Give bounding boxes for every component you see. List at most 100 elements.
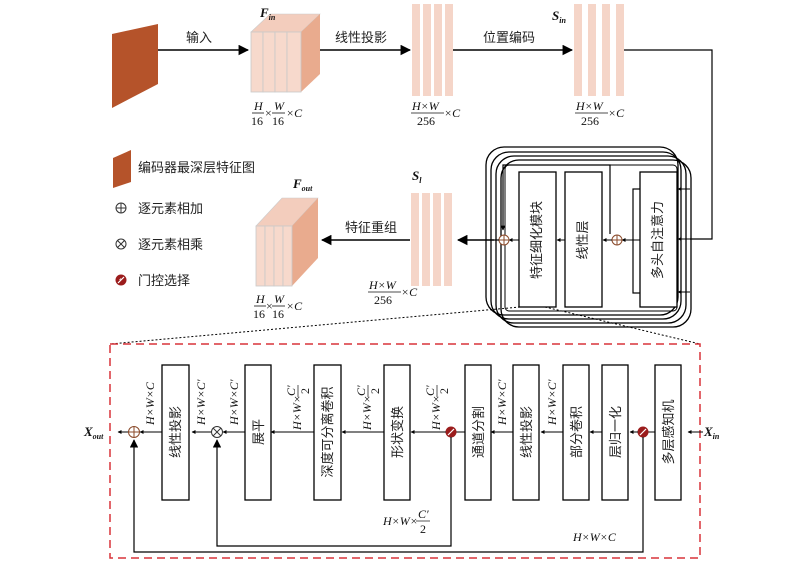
f-in-label: Fin — [259, 5, 276, 22]
gate-skip-full — [129, 437, 644, 553]
refine-add-icon — [498, 234, 510, 246]
svg-text:层归一化: 层归一化 — [609, 406, 624, 458]
svg-text:16: 16 — [272, 307, 284, 321]
svg-text:16: 16 — [272, 114, 284, 128]
feature-reorg-label: 特征重组 — [345, 220, 397, 236]
elementwise-add-node — [128, 426, 140, 438]
svg-text:C′: C′ — [423, 385, 437, 396]
gate-skip-half — [212, 437, 452, 547]
svg-text:H×W: H×W — [575, 99, 604, 113]
svg-text:2: 2 — [368, 388, 382, 394]
s-l-label: Sl — [412, 168, 422, 185]
svg-text:C′: C′ — [284, 385, 298, 396]
gate-select-icon-2 — [445, 426, 457, 438]
svg-text:C′: C′ — [418, 507, 429, 521]
dim-hwc-1: H×W×C — [143, 381, 157, 426]
svg-text:256: 256 — [417, 114, 435, 128]
s-in-token-sequence — [574, 4, 624, 96]
svg-text:H×W: H×W — [411, 99, 440, 113]
f-out-feature-block — [255, 197, 319, 287]
dim-hw-c2-bottom: H×W× C′ 2 — [382, 507, 430, 536]
encoder-feature-map-icon — [113, 150, 131, 188]
svg-text:W: W — [274, 99, 285, 113]
token-sequence-1 — [412, 4, 453, 96]
svg-text:×C: ×C — [608, 106, 625, 120]
svg-text:2: 2 — [298, 388, 312, 394]
svg-text:×C: ×C — [444, 106, 461, 120]
layer-norm-block — [601, 364, 629, 501]
f-in-dimension: H 16 × W 16 ×C — [251, 99, 303, 128]
encoder-feature-map — [112, 24, 158, 108]
svg-text:H×W: H×W — [368, 278, 397, 292]
zoom-line-left — [109, 306, 521, 345]
svg-text:H×W×: H×W× — [382, 514, 418, 528]
zoom-line-right — [544, 306, 701, 345]
svg-text:多层感知机: 多层感知机 — [661, 399, 677, 464]
refine-skip-connection — [500, 164, 611, 234]
svg-text:编码器最深层特征图: 编码器最深层特征图 — [138, 161, 255, 176]
svg-text:×: × — [266, 299, 273, 313]
linear-projection-block-left — [161, 364, 190, 501]
dim-hw-c2-2: H×W× C′ 2 — [354, 385, 382, 431]
svg-text:逐元素相加: 逐元素相加 — [138, 202, 203, 217]
svg-text:×C: ×C — [401, 285, 418, 299]
multi-head-self-attention — [639, 171, 678, 308]
svg-text:特征细化模块: 特征细化模块 — [530, 201, 545, 279]
dim-hwc-prime-2: H×W×C′ — [495, 379, 509, 426]
svg-text:H×W×: H×W× — [360, 395, 374, 431]
svg-text:2: 2 — [437, 388, 451, 394]
elementwise-add-icon — [115, 202, 127, 214]
depthwise-separable-conv-block — [313, 364, 342, 501]
x-out-label: Xout — [83, 424, 104, 441]
svg-text:H×W×: H×W× — [429, 395, 443, 431]
linear-projection-label: 线性投影 — [335, 30, 387, 46]
svg-text:多头自注意力: 多头自注意力 — [650, 201, 666, 279]
s-l-dimension: H×W 256 ×C — [368, 278, 418, 307]
svg-text:2: 2 — [420, 522, 426, 536]
svg-text:线性投影: 线性投影 — [519, 406, 535, 458]
dim-hwc-bottom: H×W×C — [572, 530, 617, 544]
f-out-dimension: H 16 × W 16 ×C — [253, 292, 303, 321]
s-in-dimension: H×W 256 ×C — [575, 99, 625, 128]
svg-text:门控选择: 门控选择 — [138, 274, 190, 289]
svg-text:深度可分离卷积: 深度可分离卷积 — [320, 386, 336, 477]
svg-text:256: 256 — [581, 114, 599, 128]
gate-select-icon-1 — [637, 426, 649, 438]
feature-refine-detail-panel — [109, 343, 701, 559]
svg-text:线性层: 线性层 — [576, 220, 591, 259]
s-in-label: Sin — [552, 8, 566, 25]
svg-text:H: H — [255, 292, 266, 306]
input-label: 输入 — [186, 30, 212, 46]
elementwise-multiply-icon — [115, 238, 127, 250]
svg-text:C′: C′ — [354, 385, 368, 396]
position-encoding-label: 位置编码 — [483, 31, 535, 46]
elementwise-multiply-node — [211, 426, 223, 438]
f-out-label: Fout — [292, 176, 313, 193]
legend: 编码器最深层特征图 逐元素相加 逐元素相乘 门控选择 — [113, 150, 255, 289]
partial-conv-block — [562, 364, 590, 501]
svg-text:形状变换: 形状变换 — [390, 406, 406, 458]
svg-text:逐元素相乘: 逐元素相乘 — [138, 238, 203, 253]
svg-text:H×W×: H×W× — [290, 395, 304, 431]
svg-text:线性投影: 线性投影 — [168, 406, 184, 458]
dim-hwc-prime-1: H×W×C′ — [545, 379, 559, 426]
svg-text:展平: 展平 — [252, 419, 267, 445]
svg-text:H: H — [253, 99, 264, 113]
svg-text:16: 16 — [253, 307, 265, 321]
svg-text:W: W — [274, 292, 285, 306]
svg-text:×C: ×C — [286, 299, 303, 313]
svg-text:×: × — [265, 106, 272, 120]
gate-select-icon — [115, 274, 127, 286]
dim-hw-c2-3: H×W× C′ 2 — [284, 385, 312, 431]
dim-hwc-prime-4: H×W×C′ — [194, 379, 208, 426]
svg-text:16: 16 — [251, 114, 263, 128]
x-in-label: Xin — [703, 424, 720, 441]
flatten-block — [244, 364, 272, 501]
mhsa-add-icon — [611, 234, 623, 246]
dim-hw-c2-1: H×W× C′ 2 — [423, 385, 451, 431]
svg-text:×C: ×C — [286, 106, 303, 120]
svg-text:256: 256 — [374, 293, 392, 307]
dim-hwc-prime-3: H×W×C′ — [227, 379, 241, 426]
token-sequence-1-dimension: H×W 256 ×C — [411, 99, 461, 128]
